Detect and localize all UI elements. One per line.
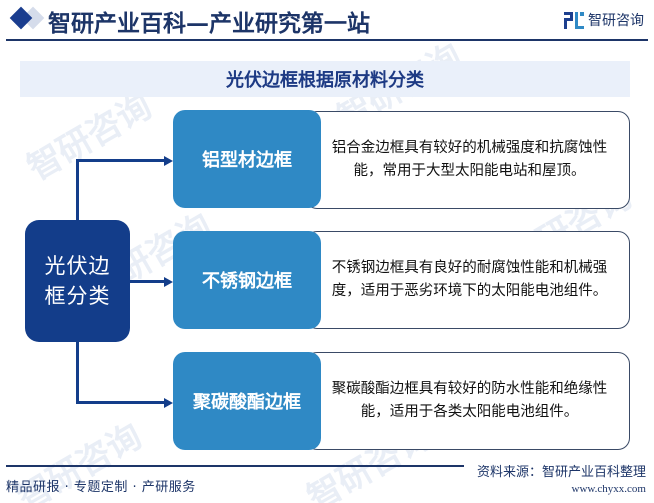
category-description: 聚碳酸酯边框具有较好的防水性能和绝缘性能，适用于各类太阳能电池组件。	[331, 381, 608, 420]
header-divider	[6, 39, 648, 41]
category-description-box: 聚碳酸酯边框具有较好的防水性能和绝缘性能，适用于各类太阳能电池组件。	[305, 352, 630, 450]
brand-logo: 智研咨询	[564, 10, 644, 30]
category-label: 聚碳酸酯边框	[193, 392, 301, 413]
source-note: 资料来源：智研产业百科整理	[476, 465, 646, 480]
logo-mark-icon	[564, 11, 584, 29]
connector-horizontal-3	[76, 401, 165, 404]
category-node-aluminum: 铝型材边框	[173, 110, 321, 208]
footer-divider	[6, 465, 464, 467]
root-node: 光伏边框分类	[25, 220, 130, 342]
category-label: 铝型材边框	[202, 150, 292, 171]
category-description: 不锈钢边框具有良好的耐腐蚀性能和机械强度，适用于恶劣环境下的太阳能电池组件。	[331, 260, 608, 299]
diagram-title: 光伏边框根据原材料分类	[226, 70, 424, 91]
page-title: 智研产业百科—产业研究第一站	[48, 10, 370, 37]
source-url: www.chyxx.com	[571, 483, 646, 495]
connector-horizontal-2	[130, 280, 165, 283]
footer-tagline: 精品研报 · 专题定制 · 产研服务	[6, 480, 196, 495]
category-node-polycarbonate: 聚碳酸酯边框	[173, 352, 321, 450]
diagram-title-banner: 光伏边框根据原材料分类	[20, 61, 630, 97]
logo-text: 智研咨询	[588, 13, 644, 29]
arrow-right-icon	[164, 155, 173, 166]
connector-vertical-top	[76, 159, 79, 221]
arrow-right-icon	[164, 276, 173, 287]
category-node-stainless-steel: 不锈钢边框	[173, 231, 321, 329]
category-label: 不锈钢边框	[202, 271, 292, 292]
root-node-label: 光伏边框分类	[44, 254, 111, 308]
category-description-box: 不锈钢边框具有良好的耐腐蚀性能和机械强度，适用于恶劣环境下的太阳能电池组件。	[305, 231, 630, 329]
page-header: 智研产业百科—产业研究第一站 智研咨询	[0, 0, 654, 42]
category-description: 铝合金边框具有较好的机械强度和抗腐蚀性能，常用于大型太阳能电站和屋顶。	[331, 140, 608, 179]
connector-horizontal-1	[76, 159, 165, 162]
category-description-box: 铝合金边框具有较好的机械强度和抗腐蚀性能，常用于大型太阳能电站和屋顶。	[305, 111, 630, 209]
arrow-right-icon	[164, 397, 173, 408]
connector-vertical-bottom	[76, 341, 79, 403]
